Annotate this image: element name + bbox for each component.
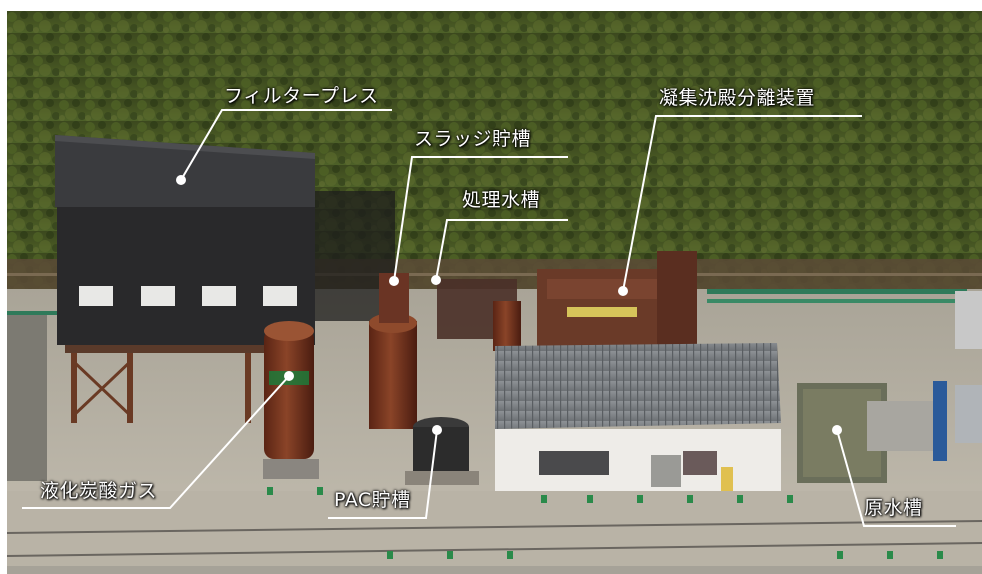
label-raw-water-tank: 原水槽	[864, 497, 923, 519]
label-treated-water-tank: 処理水槽	[462, 189, 541, 211]
label-liquefied-co2: 液化炭酸ガス	[40, 480, 158, 502]
label-pac-tank: PAC貯槽	[334, 489, 411, 511]
label-coagulation-unit: 凝集沈殿分離装置	[659, 87, 816, 109]
label-sludge-tank: スラッジ貯槽	[414, 128, 532, 150]
label-filter-press: フィルタープレス	[224, 85, 379, 107]
